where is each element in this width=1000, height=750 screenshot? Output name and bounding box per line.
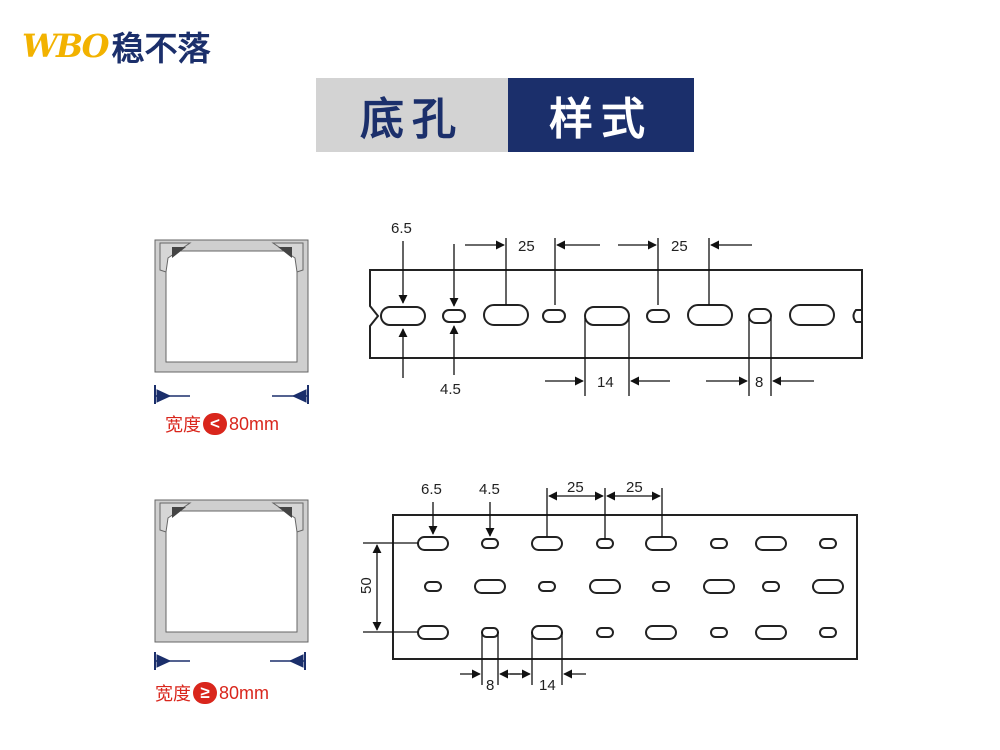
hole-strip-top [369,269,863,359]
dim-bottom-small-hole: 4.5 [479,481,500,498]
caption-bottom-value: 80mm [219,682,270,703]
dim-top-big-hole: 6.5 [391,220,412,237]
dim-top-pitch-2: 25 [671,238,688,255]
title-left: 底孔 [316,78,508,152]
caption-top-symbol: < [203,413,227,435]
dim-top-length-big: 14 [597,374,614,391]
title-right: 样式 [508,78,694,152]
dim-bottom-length-small: 8 [486,677,494,694]
dim-top-length-small: 8 [755,374,763,391]
dim-bottom-pitch-1: 25 [567,479,584,496]
dimension-lines-bottom [363,488,663,685]
brand-mark: WBO [22,27,109,65]
trunking-profile-top [154,239,309,373]
dim-top-small-hole: 4.5 [440,381,461,398]
dim-bottom-pitch-2: 25 [626,479,643,496]
caption-top-word: 宽度 [165,415,201,435]
brand-logo: WBO 稳不落 [22,22,210,70]
brand-name: 稳不落 [111,29,211,68]
caption-top-value: 80mm [229,413,280,434]
caption-bottom-word: 宽度 [155,684,191,704]
dim-bottom-length-big: 14 [539,677,556,694]
caption-bottom-symbol: ≥ [193,682,217,704]
dim-bottom-row-spacing: 50 [358,577,375,594]
width-arrows-bottom [154,652,306,670]
dimension-lines-top [398,238,814,396]
dim-bottom-big-hole: 6.5 [421,481,442,498]
width-arrows-top [154,385,309,404]
trunking-profile-bottom [154,499,309,643]
caption-top: 宽度 < 80mm [165,411,279,437]
hole-strip-bottom [392,514,858,660]
caption-bottom: 宽度 ≥ 80mm [155,680,269,706]
dim-top-pitch-1: 25 [518,238,535,255]
